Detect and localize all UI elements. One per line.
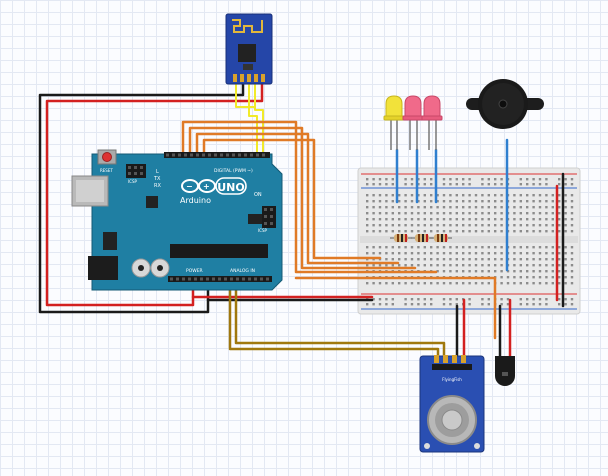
l-label: L — [156, 169, 159, 175]
arduino-uno-board: − + UNO Arduino RESET ICSP ICSP DIGITAL … — [71, 149, 283, 291]
rx-label: RX — [154, 183, 161, 189]
led-red-1 — [402, 95, 424, 150]
reset-label: RESET — [100, 168, 113, 173]
sensor-brand: FlyingFish — [442, 377, 462, 382]
icsp-label: ICSP — [128, 179, 138, 184]
gas-sensor-module: FlyingFish — [419, 355, 485, 453]
power-label: POWER — [186, 268, 203, 274]
board-brand: Arduino — [180, 196, 211, 205]
led-yellow — [383, 95, 405, 150]
temperature-sensor — [495, 356, 515, 386]
wire-orange-buzzer — [294, 276, 497, 340]
svg-text:−: − — [186, 182, 193, 191]
wire-black-esp-gnd — [38, 80, 245, 314]
esp8266-module — [225, 13, 273, 85]
breadboard — [357, 167, 581, 315]
wire-orange-1 — [181, 120, 438, 274]
svg-text:+: + — [203, 182, 210, 191]
digital-label: DIGITAL (PWM ~) — [214, 168, 253, 174]
analog-label: ANALOG IN — [230, 268, 255, 274]
wire-olive-a0 — [228, 280, 440, 362]
icsp2-label: ICSP — [258, 228, 268, 233]
wires — [38, 80, 565, 362]
wire-orange-2 — [188, 126, 417, 270]
on-label: ON — [254, 192, 262, 198]
wire-red-esp-vcc — [45, 80, 264, 307]
wire-orange-4 — [202, 138, 382, 260]
resistors — [390, 234, 452, 242]
board-model: UNO — [217, 181, 245, 194]
resistor-1 — [390, 234, 412, 242]
header-pins — [128, 153, 273, 281]
resistor-3 — [430, 234, 452, 242]
leds — [383, 95, 443, 150]
resistor-2 — [411, 234, 433, 242]
tx-label: TX — [153, 176, 161, 182]
wire-yellow-rx — [254, 81, 264, 153]
reset-button[interactable] — [97, 149, 117, 165]
wire-olive-a1 — [234, 280, 446, 362]
buzzer — [466, 79, 544, 129]
arduino-logo: − + — [181, 177, 247, 195]
wire-orange-3 — [195, 132, 400, 265]
led-red-2 — [421, 95, 443, 150]
